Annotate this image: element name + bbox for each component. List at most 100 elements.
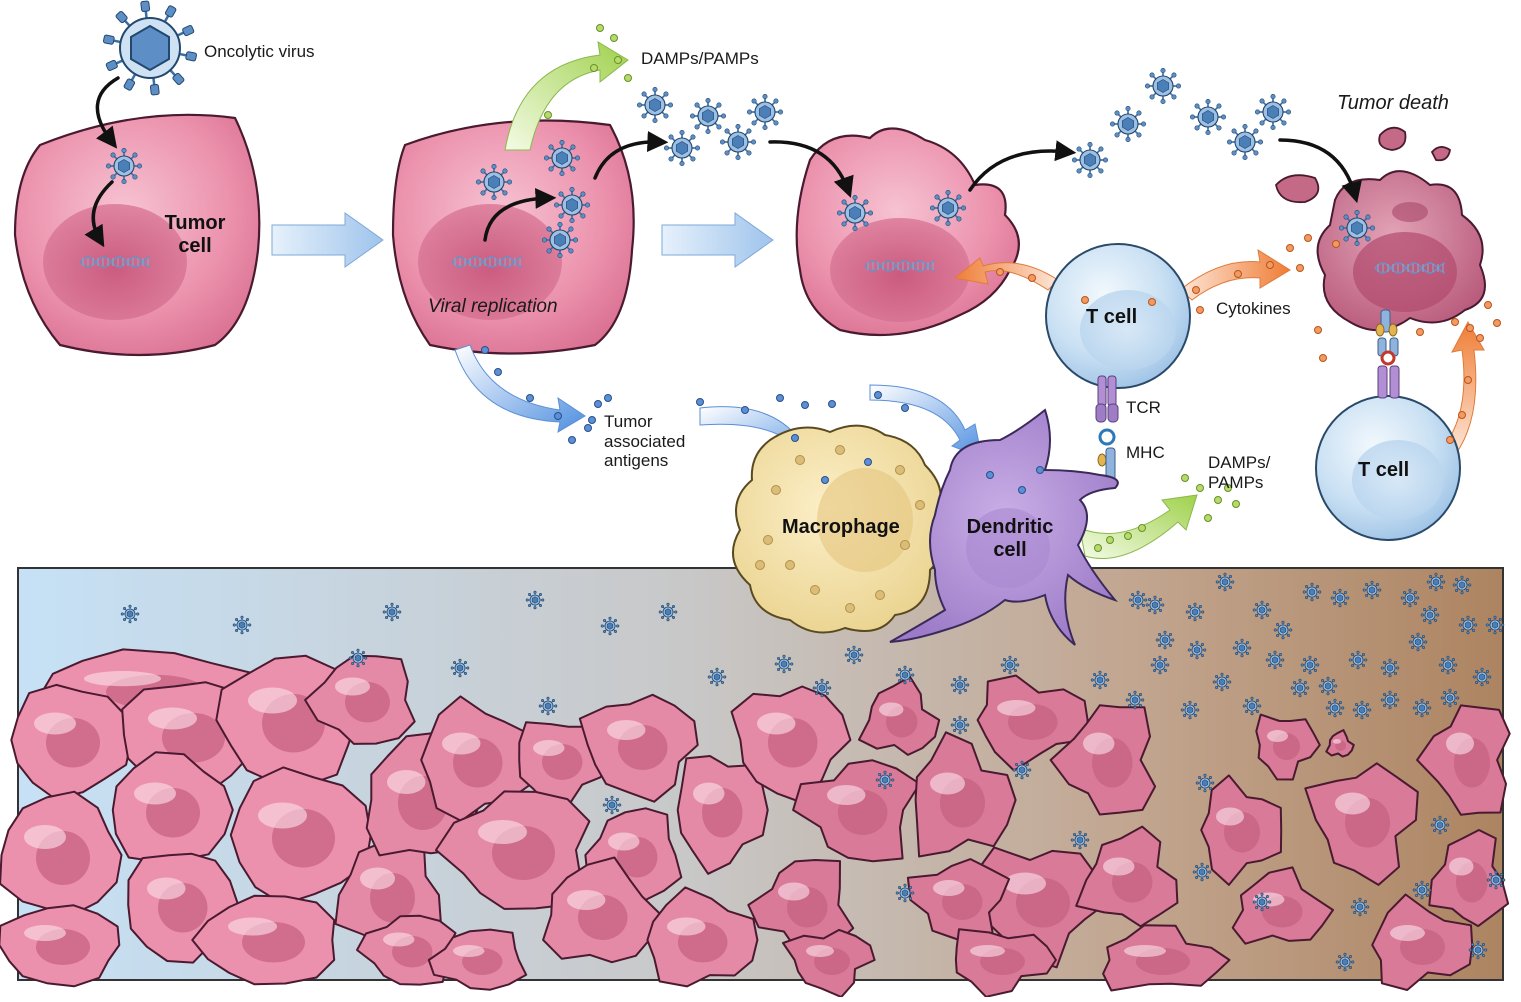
- virus-particle: [1380, 690, 1400, 710]
- virus-particle: [1265, 650, 1285, 670]
- process-arrow-1: [271, 212, 384, 268]
- virus-particle: [232, 615, 252, 635]
- virus-particle: [1400, 588, 1420, 608]
- virus-particle: [950, 675, 970, 695]
- virus-particle: [707, 667, 727, 687]
- virus-particle: [1426, 572, 1446, 592]
- virus-particle: [1212, 672, 1232, 692]
- tissue-tumor-cell: [111, 751, 234, 863]
- mhc-label: MHC: [1126, 443, 1165, 462]
- virus-particle: [1380, 658, 1400, 678]
- virus-particle: [1350, 897, 1370, 917]
- virus-particle: [1252, 892, 1272, 912]
- virus-particle: [1273, 620, 1293, 640]
- virus-particle: [1155, 630, 1175, 650]
- tissue-tumor-cell: [914, 731, 1017, 858]
- dendritic-cell-label: Dendritic cell: [966, 516, 1054, 561]
- tissue-tumor-cell: [435, 790, 591, 910]
- tumor-cell-1: [13, 113, 261, 357]
- tissue-tumor-cell: [1075, 825, 1179, 928]
- virus-particle: [1125, 690, 1145, 710]
- tissue-tumor-cell: [542, 856, 663, 964]
- virus-particle: [1300, 655, 1320, 675]
- damps-pamps-top-label: DAMPs/PAMPs: [641, 49, 759, 68]
- virus-particle: [636, 86, 674, 124]
- virus-particle: [1232, 638, 1252, 658]
- dna-strand-1: [79, 256, 151, 268]
- tissue-tumor-cell: [646, 886, 759, 988]
- tissue-tumor-cell: [427, 928, 528, 991]
- virus-particle: [1352, 700, 1372, 720]
- virus-particle: [1012, 760, 1032, 780]
- black-arrows: [84, 76, 1362, 248]
- virus-particle: [1215, 572, 1235, 592]
- tissue-tumor-cell: [191, 894, 336, 986]
- tcr-mhc-complex-center: [1095, 375, 1119, 483]
- t-cell-right-label: T cell: [1358, 459, 1410, 481]
- process-arrow-2: [661, 212, 774, 268]
- dendritic-cell: [889, 408, 1119, 646]
- tissue-tumor-cell: [1371, 893, 1474, 991]
- virus-particle: [1486, 870, 1506, 890]
- virus-particle: [1438, 655, 1458, 675]
- virus-particle: [836, 194, 874, 232]
- virus-particle: [553, 186, 591, 224]
- virus-particle: [1145, 595, 1165, 615]
- tumor-death-label: Tumor death: [1337, 92, 1449, 114]
- tumor-cell-label: Tumor cell: [164, 212, 226, 257]
- virus-particle: [1430, 815, 1450, 835]
- macrophage-label: Macrophage: [782, 516, 900, 538]
- virus-particle: [1070, 830, 1090, 850]
- tissue-tumor-cell: [1428, 829, 1510, 928]
- virus-particle: [1090, 670, 1110, 690]
- virus-particle: [1071, 141, 1109, 179]
- macrophage: [732, 424, 945, 634]
- tissue-tumor-cell: [906, 858, 1011, 946]
- virus-particle: [895, 665, 915, 685]
- virus-particle: [1468, 940, 1488, 960]
- virus-particle: [1335, 952, 1355, 972]
- antigen-arrow-1: [454, 344, 586, 434]
- macrophage-vesicles: [755, 445, 925, 613]
- viral-replication-label: Viral replication: [428, 296, 558, 317]
- dna-strand-3: [864, 260, 936, 272]
- virus-particle: [719, 123, 757, 161]
- t-cell-center: [1045, 243, 1191, 389]
- virus-particle: [450, 658, 470, 678]
- virus-particle: [658, 602, 678, 622]
- tumor-tissue-panel: [0, 567, 1511, 998]
- tissue-tumor-cell: [858, 675, 941, 756]
- virus-particle: [929, 189, 967, 227]
- virus-particle: [1362, 580, 1382, 600]
- virus-particle: [1302, 582, 1322, 602]
- virus-particle: [120, 604, 140, 624]
- tumor-associated-antigens-label: Tumor associated antigens: [604, 412, 686, 471]
- virus-particle: [1252, 600, 1272, 620]
- tissue-tumor-cell: [229, 766, 372, 906]
- virus-particle: [875, 770, 895, 790]
- virus-particle: [1185, 602, 1205, 622]
- tissue-tumor-cell: [1255, 713, 1321, 781]
- virus-particle: [382, 602, 402, 622]
- virus-particle: [1485, 615, 1505, 635]
- oncolytic-virus-icon: [102, 0, 198, 96]
- tissue-tumor-cell: [1102, 924, 1231, 992]
- virus-particle: [663, 129, 701, 167]
- virus-particle: [1192, 862, 1212, 882]
- virus-particle: [543, 139, 581, 177]
- tissue-tumor-cell: [676, 755, 769, 875]
- damps-particles: [544, 24, 1240, 552]
- virus-particle: [475, 163, 513, 201]
- antigen-particles: [481, 346, 1044, 494]
- virus-particle: [689, 97, 727, 135]
- tissue-tumor-cell: [792, 759, 921, 863]
- virus-particle: [1226, 123, 1264, 161]
- tissue-tumor-cell: [0, 790, 123, 916]
- virus-particle: [105, 147, 143, 185]
- t-cell-right: [1315, 395, 1461, 541]
- virus-particle: [1195, 773, 1215, 793]
- virus-particle: [525, 590, 545, 610]
- tissue-tumor-cell: [304, 654, 416, 745]
- t-cell-center-label: T cell: [1086, 306, 1138, 328]
- damps-pamps-bottom-label: DAMPs/ PAMPs: [1208, 453, 1271, 492]
